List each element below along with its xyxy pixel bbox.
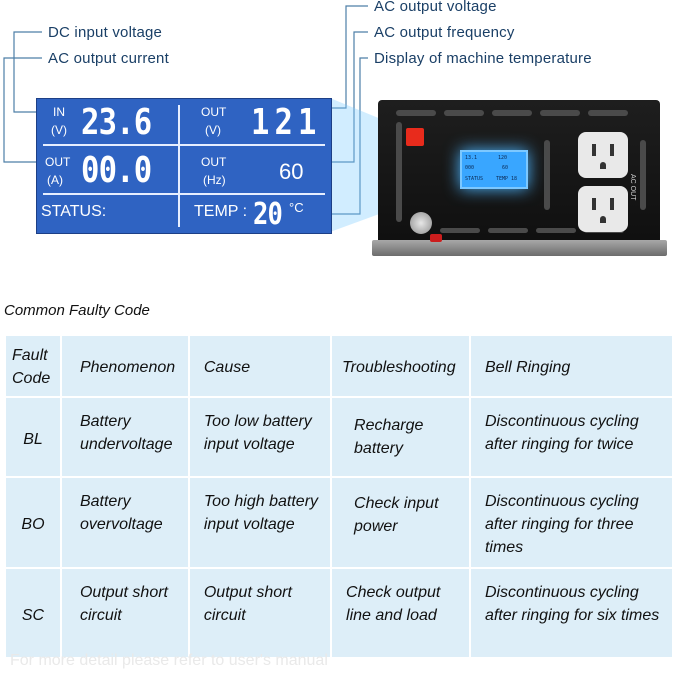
device-screen-temp: TEMP 18 [496, 176, 518, 182]
callout-machine-temperature: Display of machine temperature [374, 50, 592, 67]
lcd-out-a-unit: (A) [47, 173, 63, 187]
lcd-display: IN (V) 23.6 OUT (V) 121 OUT (A) 00.0 OUT… [36, 98, 332, 234]
device-screen-in: 13.1 [465, 155, 478, 161]
cell-troubleshooting: Check output line and load [330, 567, 471, 659]
callout-ac-output-current: AC output current [48, 50, 169, 67]
table-row: BO Battery overvoltage Too high battery … [4, 476, 675, 569]
device-screen-out-a: 000 [465, 165, 475, 171]
callout-ac-output-voltage: AC output voltage [374, 0, 497, 15]
inverter-device: 13.1 120 000 60 STATUS TEMP 18 AC OUT [372, 100, 667, 260]
vent-slot [544, 140, 550, 210]
lcd-out-v-unit: (V) [205, 123, 221, 137]
table-row: BL Battery undervoltage Too low battery … [4, 396, 675, 478]
cell-troubleshooting: Check input power [330, 476, 471, 569]
vent-slot [488, 228, 528, 233]
lcd-out-hz-value: 60 [279, 159, 304, 184]
inverter-body: 13.1 120 000 60 STATUS TEMP 18 AC OUT [378, 100, 660, 250]
table-header-row: Fault Code Phenomenon Cause Troubleshoot… [4, 334, 675, 398]
table-row: SC Output short circuit Output short cir… [4, 567, 675, 659]
terminal-icon [430, 234, 442, 242]
footer-note: For more detail please refer to user's m… [10, 652, 328, 669]
lcd-out-a-label: OUT [45, 155, 71, 169]
lcd-out-hz-label: OUT [201, 155, 227, 169]
table-title: Common Faulty Code [4, 302, 150, 319]
lcd-out-v-value: 121 [251, 102, 322, 143]
device-screen: 13.1 120 000 60 STATUS TEMP 18 [460, 150, 528, 189]
cell-cause: Too low battery input voltage [187, 396, 333, 478]
vent-slot [396, 122, 402, 222]
cell-code: SC [4, 567, 62, 659]
ac-outlet-top [578, 132, 628, 178]
device-screen-status: STATUS [465, 176, 484, 182]
lcd-divider-bottom [43, 193, 325, 195]
inverter-base [372, 240, 667, 256]
lcd-divider-top [43, 144, 325, 146]
vent-slot [492, 110, 532, 116]
lcd-temp-label: TEMP : [194, 203, 248, 220]
lcd-out-a-value: 00.0 [81, 150, 152, 191]
lcd-divider-vertical [178, 105, 180, 227]
lcd-in-unit: (V) [51, 123, 67, 137]
header-bell-ringing: Bell Ringing [468, 334, 675, 398]
vent-slot [536, 228, 576, 233]
callout-dc-input-voltage: DC input voltage [48, 24, 163, 41]
lcd-temp-unit: °C [289, 200, 304, 215]
ac-outlet-bottom [578, 186, 628, 232]
power-switch[interactable] [406, 128, 424, 146]
cell-phenomenon: Battery undervoltage [59, 396, 190, 478]
ac-out-label: AC OUT [629, 174, 636, 201]
fault-code-table: Fault Code Phenomenon Cause Troubleshoot… [4, 334, 675, 659]
vent-slot [640, 140, 646, 210]
ground-terminal-icon [410, 212, 432, 234]
cell-cause: Too high battery input voltage [187, 476, 333, 569]
cell-troubleshooting: Recharge battery [330, 396, 471, 478]
lcd-in-label: IN [53, 105, 65, 119]
lcd-out-hz-unit: (Hz) [203, 173, 226, 187]
cell-code: BL [4, 396, 62, 478]
vent-slot [588, 110, 628, 116]
cell-bell-ringing: Discontinuous cycling after ringing for … [468, 567, 675, 659]
device-screen-hz: 60 [502, 165, 509, 171]
vent-slot [440, 228, 480, 233]
cell-bell-ringing: Discontinuous cycling after ringing for … [468, 476, 675, 569]
lcd-in-value: 23.6 [81, 102, 152, 143]
device-screen-out-v: 120 [498, 155, 508, 161]
cell-phenomenon: Battery overvoltage [59, 476, 190, 569]
header-fault-code: Fault Code [4, 334, 62, 398]
cell-bell-ringing: Discontinuous cycling after ringing for … [468, 396, 675, 478]
vent-slot [540, 110, 580, 116]
lcd-temp-value: 20 [253, 197, 283, 232]
lcd-out-v-label: OUT [201, 105, 227, 119]
cell-code: BO [4, 476, 62, 569]
header-phenomenon: Phenomenon [59, 334, 190, 398]
header-cause: Cause [187, 334, 333, 398]
vent-slot [396, 110, 436, 116]
header-troubleshooting: Troubleshooting [330, 334, 471, 398]
cell-phenomenon: Output short circuit [59, 567, 190, 659]
vent-slot [444, 110, 484, 116]
callout-ac-output-frequency: AC output frequency [374, 24, 515, 41]
lcd-status-label: STATUS: [41, 203, 107, 220]
cell-cause: Output short circuit [187, 567, 333, 659]
